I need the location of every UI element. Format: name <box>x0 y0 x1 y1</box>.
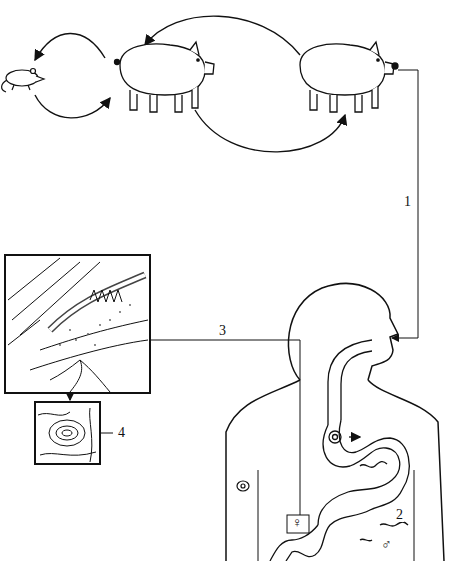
sex-symbol: ♂ <box>380 538 393 552</box>
human-figure <box>226 284 444 561</box>
sex-symbol: ♀ <box>291 516 304 530</box>
callout-number: 4 <box>117 426 126 440</box>
callout-number: 3 <box>218 324 227 338</box>
callout-number: 1 <box>403 195 412 209</box>
pig <box>300 42 398 112</box>
rat <box>2 69 44 93</box>
callout-number: 2 <box>395 508 404 522</box>
pig <box>115 42 215 112</box>
digestive-tract <box>270 340 409 561</box>
